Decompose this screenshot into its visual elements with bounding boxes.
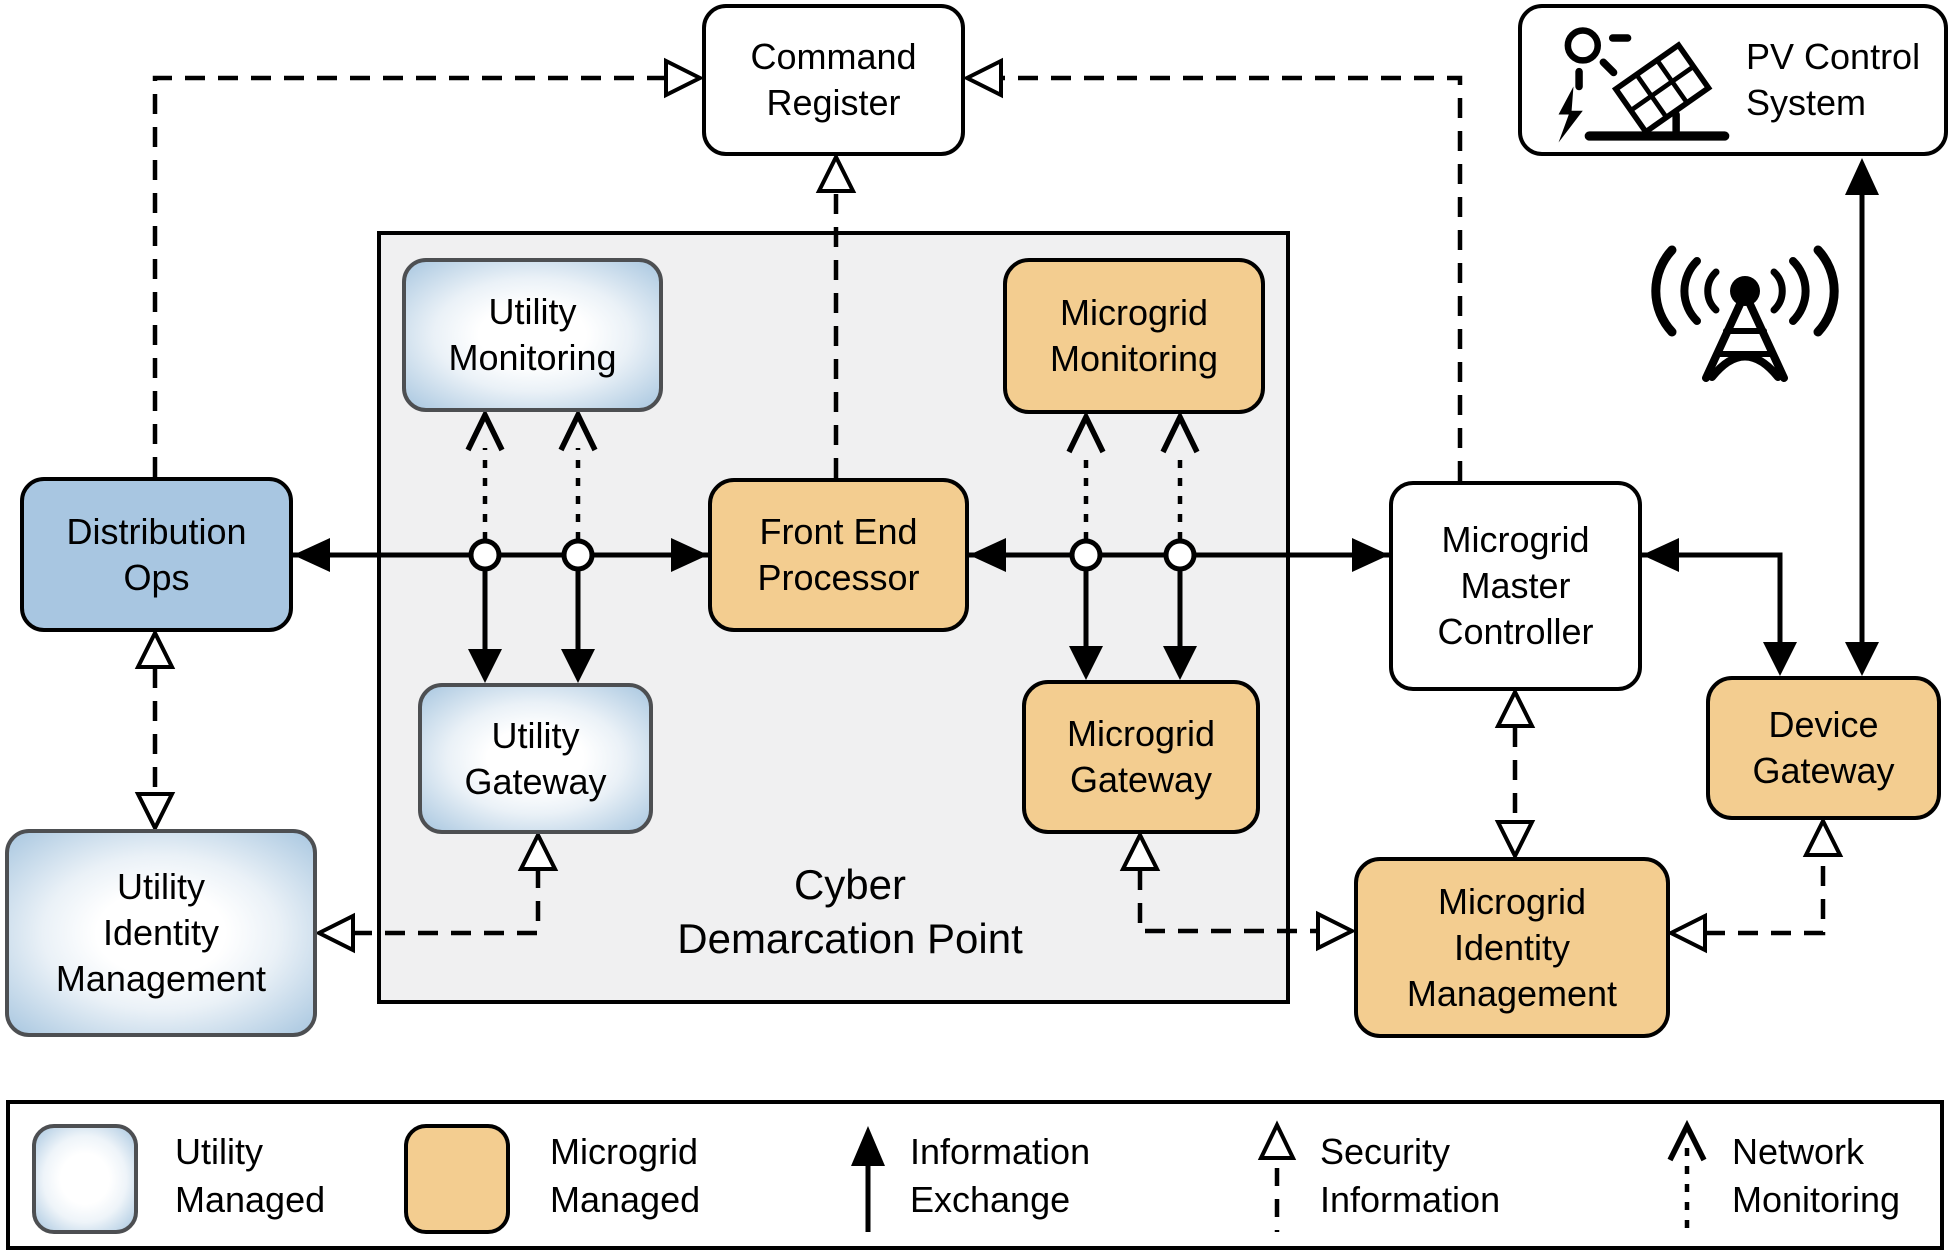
node-label: Gateway (464, 760, 607, 802)
node-label: PV Control (1746, 36, 1921, 77)
node-label: Microgrid (1441, 519, 1590, 560)
solar-panel-icon (1558, 27, 1730, 143)
node-label: Management (1406, 972, 1618, 1014)
microgrid-identity-management-node: Microgrid Identity Management (1354, 857, 1670, 1038)
node-label: Command (750, 36, 917, 77)
information-exchange-arrow-icon (851, 1126, 885, 1232)
utility-identity-management-node: Utility Identity Management (5, 829, 317, 1037)
node-label: Utility (117, 866, 205, 907)
legend-item-network-monitoring: Network Monitoring (1732, 1128, 1900, 1224)
node-label: System (1746, 82, 1867, 123)
front-end-processor-node: Front End Processor (708, 478, 969, 632)
node-label: Device (1768, 704, 1879, 745)
node-label: Microgrid (1437, 880, 1587, 922)
legend-label: Information (910, 1131, 1091, 1172)
node-label: Identity (1453, 926, 1571, 968)
zone-label: Cyber (793, 861, 907, 908)
node-label: Monitoring (1049, 338, 1219, 379)
hollow-arrowheads (134, 57, 1844, 954)
node-label: Controller (1437, 611, 1594, 652)
antenna-icon (1651, 245, 1839, 382)
node-label: Microgrid (1059, 292, 1209, 333)
filled-arrowheads (293, 158, 1879, 683)
legend-label: Utility (175, 1131, 263, 1172)
zone-label: Demarcation Point (677, 915, 1023, 962)
legend-item-microgrid-managed: Microgrid Managed (550, 1128, 700, 1224)
distribution-ops-node: Distribution Ops (20, 477, 293, 632)
legend-label: Security (1320, 1131, 1451, 1172)
node-label: Gateway (1069, 759, 1213, 800)
legend-label: Network (1732, 1131, 1865, 1172)
microgrid-gateway-node: Microgrid Gateway (1022, 680, 1260, 834)
legend-label: Monitoring (1732, 1179, 1901, 1220)
node-label: Microgrid (1066, 713, 1216, 754)
utility-gateway-node: Utility Gateway (418, 683, 653, 834)
network-monitoring-lines (482, 448, 1183, 540)
legend-label: Microgrid (550, 1131, 699, 1172)
microgrid-master-controller-node: Microgrid Master Controller (1389, 481, 1642, 691)
junction-nodes (468, 538, 1197, 572)
legend-item-information-exchange: Information Exchange (910, 1128, 1090, 1224)
pv-control-system-node: PV Control System (1518, 4, 1948, 156)
legend-swatch-microgrid-managed (404, 1124, 510, 1234)
legend-label: Managed (550, 1179, 701, 1220)
device-gateway-node: Device Gateway (1706, 676, 1941, 820)
node-label: Gateway (1752, 750, 1895, 791)
security-information-arrow-icon (1257, 1120, 1297, 1232)
node-label: Utility (491, 714, 580, 756)
legend-label: Information (1320, 1179, 1501, 1220)
node-label: Master (1460, 565, 1571, 606)
command-register-node: Command Register (702, 4, 965, 156)
legend-label: Managed (175, 1179, 326, 1220)
node-label: Front End (759, 511, 918, 552)
cyber-demarcation-label: Cyber Demarcation Point (560, 858, 1140, 966)
network-monitoring-arrow-icon (1667, 1120, 1707, 1232)
node-label: Utility (488, 291, 577, 332)
legend-item-utility-managed: Utility Managed (175, 1128, 325, 1224)
node-label: Monitoring (448, 337, 617, 378)
node-label: Distribution (66, 510, 247, 552)
node-label: Processor (757, 557, 920, 598)
node-label: Management (55, 958, 267, 999)
legend-label: Exchange (910, 1179, 1071, 1220)
node-label: Identity (102, 912, 220, 953)
utility-monitoring-node: Utility Monitoring (402, 258, 663, 412)
information-exchange-lines (293, 190, 1865, 652)
legend-item-security-information: Security Information (1320, 1128, 1500, 1224)
node-label: Ops (123, 556, 190, 598)
security-information-lines (152, 75, 1826, 936)
legend-swatch-utility-managed (32, 1124, 138, 1234)
microgrid-monitoring-node: Microgrid Monitoring (1003, 258, 1265, 414)
chevron-arrowheads (465, 408, 1200, 454)
node-label: Register (766, 82, 901, 123)
legend: Utility Managed Microgrid Managed Inform… (6, 1100, 1944, 1250)
